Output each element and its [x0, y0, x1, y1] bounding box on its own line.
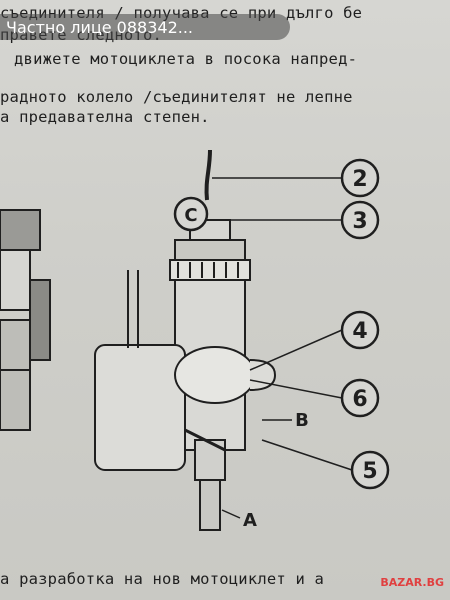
carburetor-diagram: 2 3 4 6 5 C B A: [0, 149, 390, 531]
callout-2-label: 2: [352, 167, 367, 192]
text-line-4: радното колело /съединителят не лепне: [0, 88, 353, 106]
callout-5-label: 5: [362, 459, 377, 484]
callout-3-label: 3: [352, 209, 367, 234]
leader-lines: [212, 177, 353, 519]
seller-overlay-text: Частно лице 088342...: [6, 18, 194, 37]
seller-overlay: [0, 14, 290, 40]
label-a: A: [243, 510, 257, 531]
carburetor-body: [94, 270, 277, 531]
text-line-5: а предавателна степен.: [0, 108, 210, 126]
top-cap: [169, 219, 251, 281]
bazar-watermark: BAZAR.BG: [380, 576, 444, 589]
callout-4-label: 4: [352, 319, 367, 344]
text-line-bottom: а разработка на нов мотоциклет и а: [0, 570, 325, 588]
callout-c: [173, 196, 209, 232]
cross-section-drawing: [0, 209, 51, 431]
text-line-3: движете мотоциклета в посока напред-: [14, 50, 358, 68]
callout-6-label: 6: [352, 387, 367, 412]
label-b: B: [295, 410, 309, 431]
label-c: C: [184, 205, 197, 226]
